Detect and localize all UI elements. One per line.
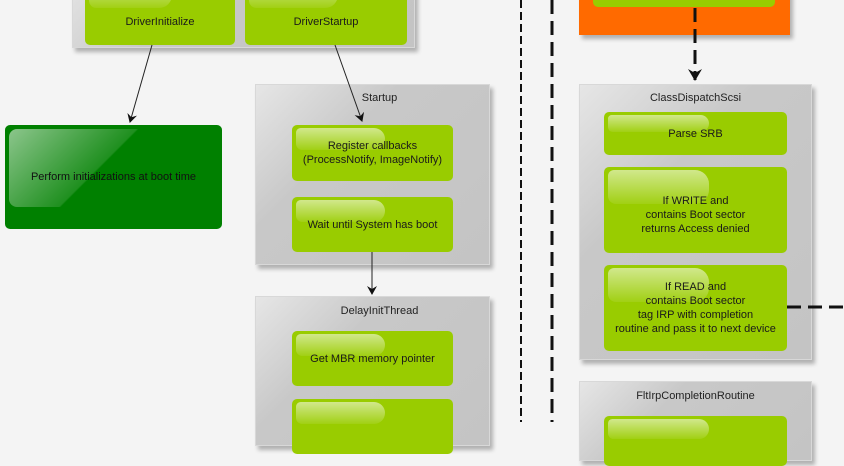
- connectors: [127, 0, 844, 422]
- completion-step[interactable]: [604, 416, 787, 466]
- driver-initialize-step[interactable]: DriverInitialize: [85, 0, 235, 45]
- arrow-driverstartup-to-startup: [334, 44, 365, 122]
- container-title: DelayInitThread: [340, 305, 419, 317]
- orange-container: [579, 0, 790, 35]
- write-boot-sector-step[interactable]: If WRITE and contains Boot sector return…: [604, 167, 787, 253]
- driver-startup-step[interactable]: DriverStartup: [245, 0, 407, 45]
- driver-entry-container: DriverInitialize DriverStartup: [72, 0, 415, 48]
- step-label: If READ and contains Boot sector tag IRP…: [615, 281, 776, 335]
- step-label: Parse SRB: [668, 127, 723, 140]
- container-title: FltIrpCompletionRoutine: [636, 390, 755, 402]
- step-label: DriverStartup: [293, 16, 359, 28]
- step-label: DriverInitialize: [125, 16, 195, 28]
- step-label: If WRITE and contains Boot sector return…: [641, 195, 750, 235]
- step-label: Register callbacks (ProcessNotify, Image…: [302, 140, 443, 166]
- class-dispatch-scsi-container: ClassDispatchScsi Parse SRB If WRITE and…: [579, 84, 812, 360]
- read-boot-sector-step[interactable]: If READ and contains Boot sector tag IRP…: [604, 265, 787, 351]
- container-title: ClassDispatchScsi: [649, 92, 742, 104]
- box-label: Perform initializations at boot time: [30, 171, 197, 183]
- perform-initializations-box[interactable]: Perform initializations at boot time: [5, 125, 222, 229]
- register-callbacks-step[interactable]: Register callbacks (ProcessNotify, Image…: [292, 125, 453, 181]
- startup-container: Startup Register callbacks (ProcessNotif…: [255, 84, 490, 265]
- wait-system-boot-step[interactable]: Wait until System has boot: [292, 197, 453, 252]
- arrow-driverinitialize-to-init: [127, 44, 153, 123]
- parse-srb-step[interactable]: Parse SRB: [604, 112, 787, 155]
- step-label: Get MBR memory pointer: [310, 352, 435, 365]
- container-title: Startup: [361, 92, 398, 104]
- orange-inner-step[interactable]: [593, 0, 775, 7]
- get-mbr-pointer-step[interactable]: Get MBR memory pointer: [292, 331, 453, 386]
- step-label: Wait until System has boot: [307, 218, 438, 231]
